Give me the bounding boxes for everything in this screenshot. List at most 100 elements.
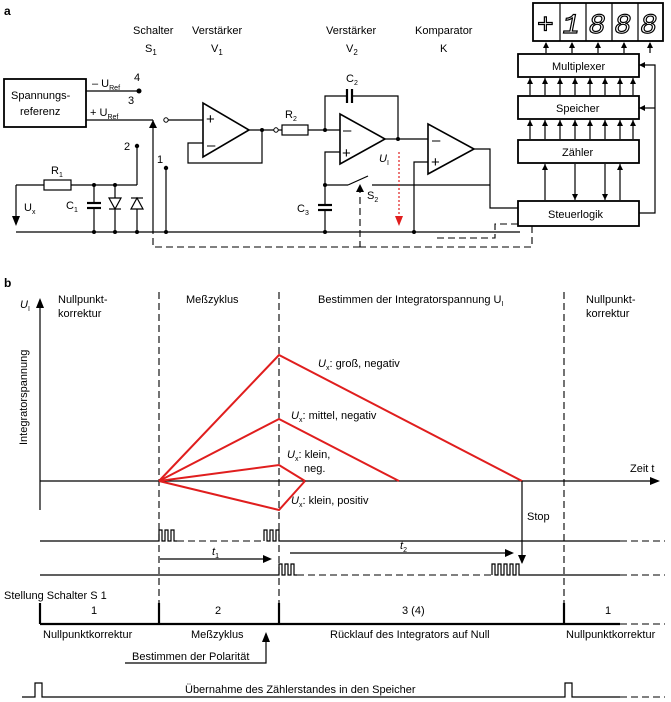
y-axis-label: Integratorspannung xyxy=(18,350,30,445)
node-gnd-3 xyxy=(135,230,139,234)
c3-label: C3 xyxy=(297,203,309,217)
switch-state-label-4: Nullpunktkorrektur xyxy=(566,629,656,641)
header-amp2-sym: V2 xyxy=(346,43,358,57)
header-amp1-sym: V1 xyxy=(211,43,223,57)
k-plus: + xyxy=(431,154,440,171)
node-gnd-6 xyxy=(412,230,416,234)
v1-minus: – xyxy=(207,137,216,154)
header-amp2: Verstärker xyxy=(326,25,376,37)
ui-arrow-head xyxy=(395,216,403,226)
curve-label-large: Ux: groß, negativ xyxy=(318,358,400,372)
node-v1-out xyxy=(260,128,264,132)
resistor-r2 xyxy=(281,124,309,136)
v2-plus: + xyxy=(342,145,351,162)
control-dash-2 xyxy=(435,223,518,239)
node-gnd-1 xyxy=(92,230,96,234)
ux-label: Ux xyxy=(24,202,36,216)
resistor-r1 xyxy=(43,179,72,191)
pulse-trace-1-end xyxy=(263,529,620,542)
terminal-r2-in xyxy=(273,127,279,133)
panel-a-label: a xyxy=(4,4,11,18)
reference-label-1: Spannungs- xyxy=(11,90,71,102)
phase-zero-1-a: Nullpunkt- xyxy=(58,294,108,306)
switch-state-label-2: Meßzyklus xyxy=(191,629,244,641)
y-axis-arrow xyxy=(36,298,44,308)
header-switch: Schalter xyxy=(133,25,174,37)
terminal-4-label: 4 xyxy=(134,72,140,84)
diode-2 xyxy=(129,196,145,210)
r2-label: R2 xyxy=(285,109,297,123)
v1-feedback xyxy=(187,130,263,164)
switch-state-2: 2 xyxy=(215,605,221,617)
voltage-reference-block xyxy=(3,78,87,128)
curve-label-medium: Ux: mittel, negativ xyxy=(291,410,377,424)
multiplexer-label: Multiplexer xyxy=(552,61,606,73)
switch-s1-arrow xyxy=(149,120,157,128)
mem-arrowhead xyxy=(639,105,645,111)
header-comparator: Komparator xyxy=(415,25,473,37)
phase-zero-2-a: Nullpunkt- xyxy=(586,294,636,306)
c2-lead-left xyxy=(324,95,347,130)
v1-plus: + xyxy=(206,111,215,128)
counter-block xyxy=(517,139,640,164)
node-gnd-4 xyxy=(164,230,168,234)
s2-label: S2 xyxy=(367,190,378,204)
phase-determine: Bestimmen der Integratorspannung UI xyxy=(318,294,503,308)
pulse-trace-2-start xyxy=(40,563,297,576)
amplifier-v1 xyxy=(202,101,251,159)
t2-arrowhead xyxy=(505,549,514,557)
s2-control-arrow xyxy=(356,184,364,192)
transfer-label: Übernahme des Zählerstandes in den Speic… xyxy=(185,684,416,696)
switch-timeline-title: Stellung Schalter S 1 xyxy=(4,590,107,602)
polarity-label: Bestimmen der Polarität xyxy=(132,651,249,663)
c1-label: C1 xyxy=(66,200,78,214)
display-arrowheads xyxy=(543,42,653,48)
control-dash-s1 xyxy=(152,232,360,248)
minus-uref-label: – URef xyxy=(92,78,120,92)
phase-zero-2-b: korrektur xyxy=(586,308,630,320)
display-readout: +1888 xyxy=(537,11,666,42)
control-to-multiplexer xyxy=(639,64,656,214)
t1-arrowhead xyxy=(263,555,272,563)
k-plus-lead xyxy=(413,161,428,232)
diode-1 xyxy=(107,197,123,211)
amplifier-v2 xyxy=(339,112,387,166)
v2-plus-lead xyxy=(324,151,340,185)
t1-label: t1 xyxy=(212,546,219,560)
switch-state-4: 1 xyxy=(605,605,611,617)
c2-label: C2 xyxy=(346,73,358,87)
terminal-1-label: 1 xyxy=(157,154,163,166)
pulse-trace-1-start xyxy=(40,529,177,542)
phase-measure: Meßzyklus xyxy=(186,294,239,306)
stop-label: Stop xyxy=(527,511,550,523)
ux-arrow-head xyxy=(12,216,20,226)
node-v2-out xyxy=(396,137,400,141)
mux-arrowhead xyxy=(639,62,645,68)
curve-label-small-neg: Ux: klein, xyxy=(287,449,330,463)
x-axis-label: Zeit t xyxy=(630,463,654,475)
k-minus: – xyxy=(432,132,441,149)
comparator-k xyxy=(427,122,476,176)
y-axis-symbol: UI xyxy=(20,299,30,313)
counter-label: Zähler xyxy=(562,147,594,159)
terminal-4 xyxy=(136,88,142,94)
control-logic-label: Steuerlogik xyxy=(548,209,604,221)
display-frame xyxy=(532,2,664,42)
node-gnd-2 xyxy=(113,230,117,234)
terminal-2 xyxy=(134,143,140,149)
wire-k-out xyxy=(474,148,520,209)
v2-minus: – xyxy=(343,122,352,139)
curve-small-positive xyxy=(158,480,306,512)
ui-label: UI xyxy=(379,153,389,167)
plus-uref-label: + URef xyxy=(90,107,118,121)
switch-s2-blade xyxy=(347,175,369,186)
curve-label-small-pos: Ux: klein, positiv xyxy=(291,495,369,509)
terminal-2-label: 2 xyxy=(124,141,130,153)
r1-label: R1 xyxy=(51,165,63,179)
memory-label: Speicher xyxy=(556,103,600,115)
header-amp1: Verstärker xyxy=(192,25,242,37)
switch-state-1: 1 xyxy=(91,605,97,617)
x-axis-arrow xyxy=(650,477,660,485)
